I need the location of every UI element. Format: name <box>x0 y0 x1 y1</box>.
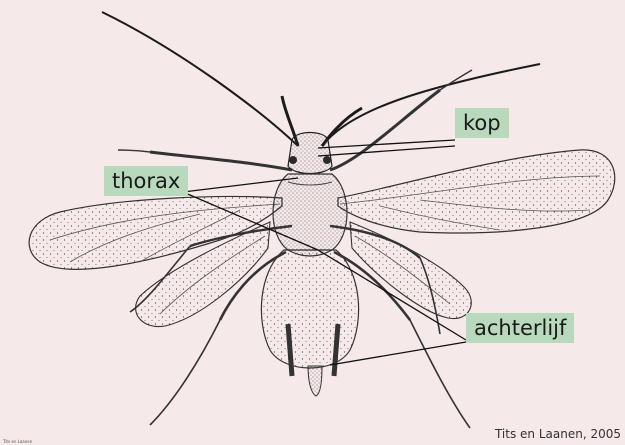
corner-mark: Tits en Laanen <box>3 439 32 444</box>
label-thorax: thorax <box>104 166 188 196</box>
image-credit: Tits en Laanen, 2005 <box>495 427 621 441</box>
label-abdomen: achterlijf <box>466 313 574 343</box>
aphid-head <box>288 133 332 174</box>
right-forewing <box>338 150 615 233</box>
aphid-thorax <box>273 174 347 256</box>
aphid-abdomen <box>261 250 358 368</box>
right-hindwing <box>350 222 471 319</box>
label-head: kop <box>455 108 509 138</box>
cauda <box>308 366 322 396</box>
